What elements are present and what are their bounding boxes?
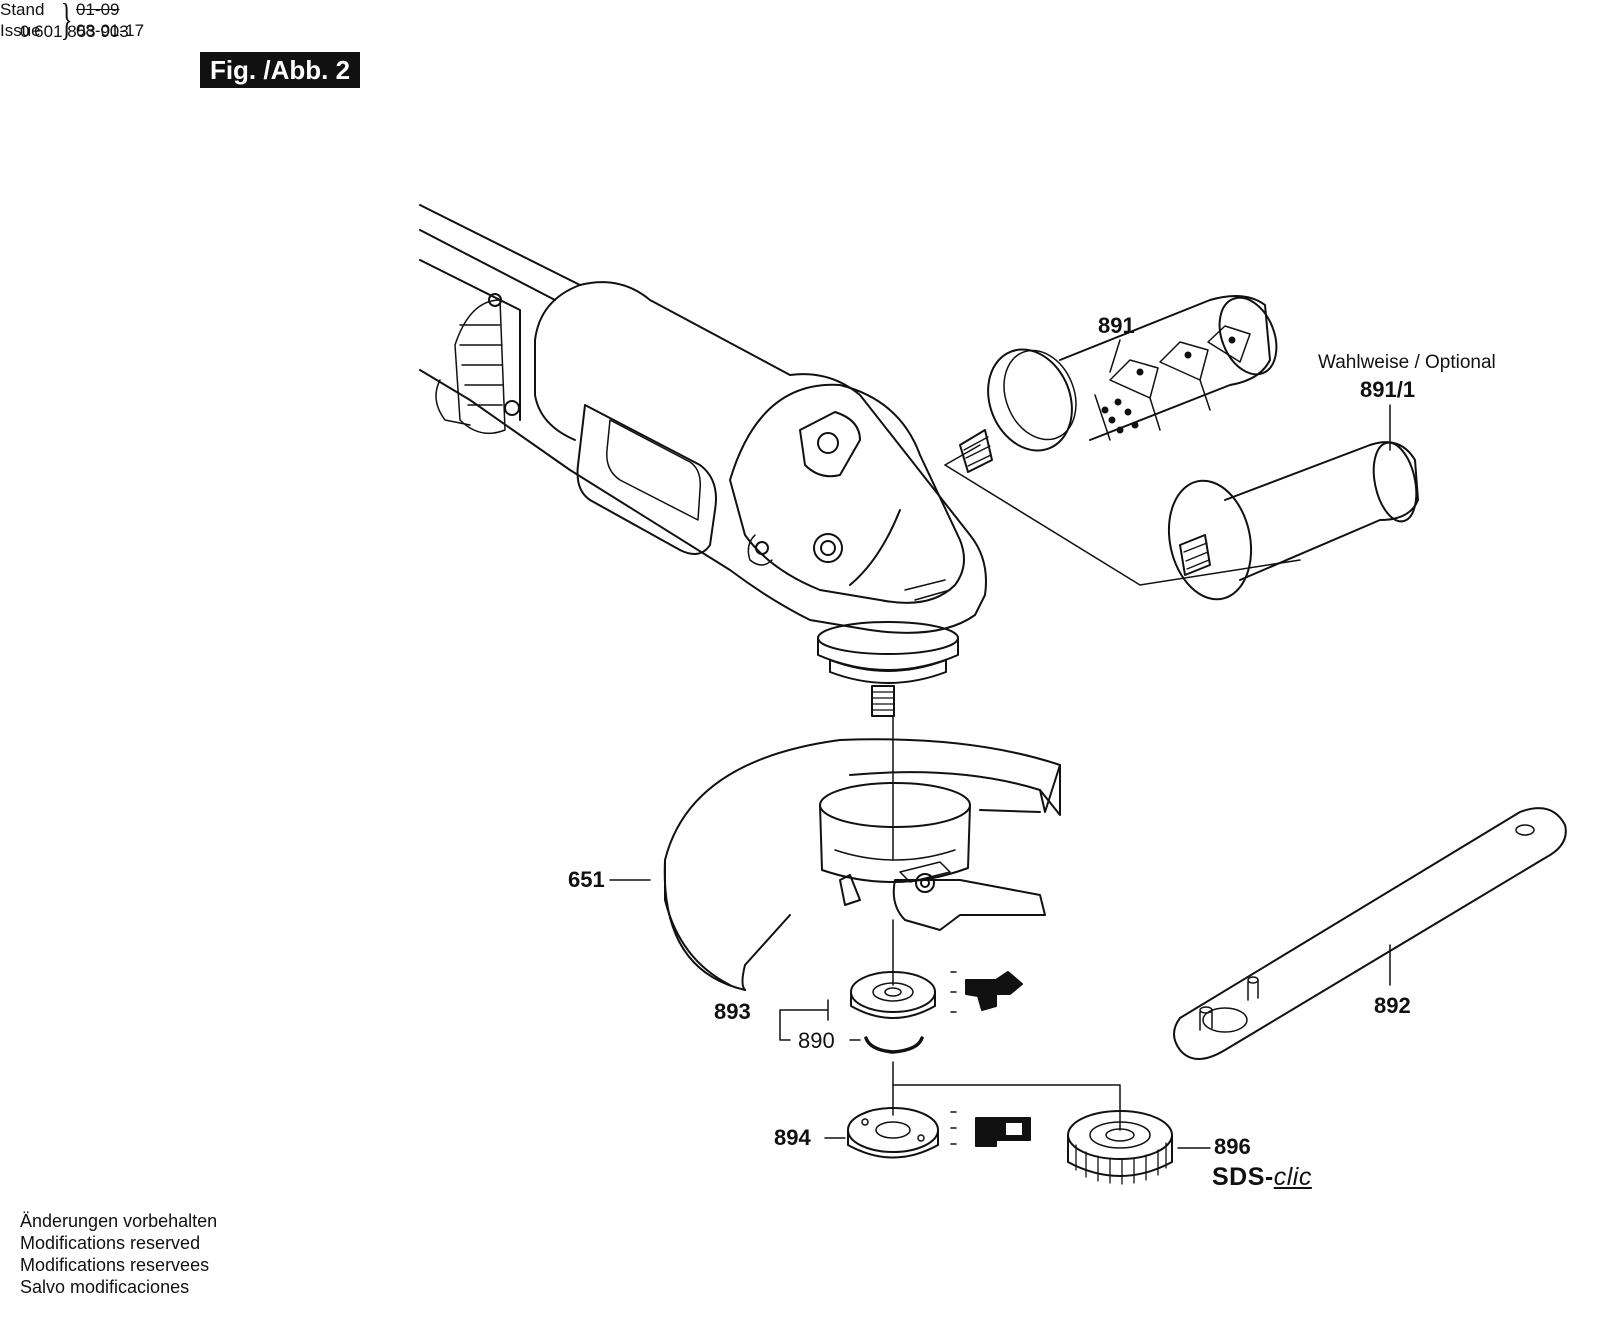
optional-caption: Wahlweise / Optional — [1318, 352, 1496, 373]
stand-issue-block: Stand Issue } 01-09 08-01-17 — [0, 0, 180, 44]
o-ring — [864, 1036, 924, 1054]
callout-890: 890 — [798, 1028, 835, 1053]
brace-glyph: } — [60, 0, 73, 44]
optional-handle — [1167, 441, 1419, 601]
auxiliary-handle — [959, 295, 1278, 473]
callout-893: 893 — [714, 999, 751, 1024]
part-number: 0 601 853 903 — [20, 22, 129, 41]
stand-label: Stand — [0, 0, 45, 19]
footer-line-es: Salvo modificaciones — [20, 1277, 190, 1297]
clamping-nut — [847, 1107, 1031, 1159]
callout-896: 896 — [1214, 1134, 1251, 1159]
sds-prefix: SDS- — [1212, 1163, 1274, 1191]
leader-lines — [609, 339, 1391, 1149]
footer-line-en: Modifications reserved — [20, 1233, 201, 1253]
footer-line-fr: Modifications reservees — [20, 1255, 210, 1275]
callout-891-1: 891/1 — [1360, 377, 1416, 402]
footer-line-de: Änderungen vorbehalten — [20, 1211, 218, 1231]
quick-clamping-nut — [1067, 1110, 1173, 1185]
grinder-body — [419, 204, 987, 634]
wheel-guard — [663, 738, 1061, 991]
issue-date: 08-01-17 — [76, 21, 145, 40]
callout-891: 891 — [1098, 313, 1135, 338]
two-pin-spanner — [1173, 807, 1567, 1060]
callout-894: 894 — [774, 1125, 811, 1150]
spindle-flange — [817, 621, 959, 717]
sds-clic-mark: SDS-clic — [1212, 1163, 1312, 1191]
figure-badge: Fig. /Abb. 2 — [200, 52, 360, 88]
footer-notes: Änderungen vorbehalten Modifications res… — [20, 1210, 217, 1298]
callout-892: 892 — [1374, 993, 1411, 1018]
callout-651: 651 — [568, 867, 605, 892]
stand-date: 01-09 — [76, 0, 120, 19]
issue-label: Issue — [0, 21, 41, 40]
mounting-flange — [850, 971, 1023, 1019]
sds-suffix: clic — [1273, 1163, 1312, 1191]
